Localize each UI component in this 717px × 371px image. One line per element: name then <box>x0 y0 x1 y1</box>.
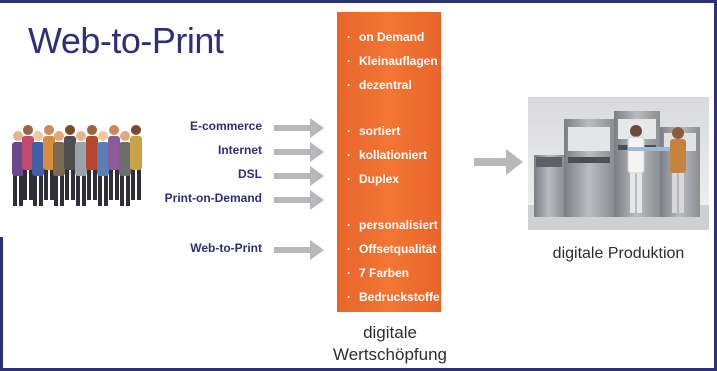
person-figure <box>43 136 55 170</box>
input-arrows <box>274 118 324 260</box>
person-figure <box>109 168 113 200</box>
person-figure <box>22 136 34 170</box>
person-figure <box>131 168 135 200</box>
person-figure <box>120 174 124 206</box>
person-figure <box>44 168 48 200</box>
person-figure <box>23 125 33 135</box>
person-figure <box>23 168 27 200</box>
arrow-right-icon <box>274 240 324 260</box>
person-figure <box>50 168 54 200</box>
person-figure <box>115 168 119 200</box>
person-figure <box>13 174 17 206</box>
person-figure <box>86 136 98 170</box>
person-figure <box>93 168 97 200</box>
people-group-icon <box>12 125 142 206</box>
frame-left-bar <box>0 237 3 371</box>
person-figure <box>131 125 141 135</box>
panel-item: ·Bedruckstoffe <box>347 290 440 304</box>
input-label-dsl: DSL <box>238 167 262 181</box>
person-figure <box>33 174 37 206</box>
person-figure <box>32 142 44 176</box>
arrow-right-icon <box>274 190 324 210</box>
person-figure <box>54 174 58 206</box>
person-figure <box>71 168 75 200</box>
person-figure <box>65 125 75 135</box>
person-figure <box>97 142 109 176</box>
arrow-right-icon <box>274 118 324 138</box>
person-figure <box>54 131 64 141</box>
panel-item: ·sortiert <box>347 124 401 138</box>
person-figure <box>44 125 54 135</box>
arrow-right-icon <box>274 142 324 162</box>
person-figure <box>119 142 131 176</box>
panel-item: ·on Demand <box>347 30 425 44</box>
person-figure <box>98 174 102 206</box>
input-label-web-to-print: Web-to-Print <box>190 241 262 255</box>
input-label-print-on-demand: Print-on-Demand <box>164 191 262 205</box>
person-figure <box>76 174 80 206</box>
person-figure <box>82 174 86 206</box>
person-figure <box>29 168 33 200</box>
person-figure <box>53 142 65 176</box>
person-figure <box>76 131 86 141</box>
person-figure <box>130 136 142 170</box>
panel-caption-line1: digitale <box>363 323 417 342</box>
panel-caption: digitale Wertschöpfung <box>320 322 460 366</box>
panel-item: ·Duplex <box>347 172 400 186</box>
person-figure <box>65 168 69 200</box>
person-figure <box>87 125 97 135</box>
person-figure <box>12 142 24 176</box>
panel-item: ·dezentral <box>347 78 412 92</box>
panel-item: ·Offsetqualität <box>347 242 437 256</box>
person-figure <box>108 136 120 170</box>
person-figure <box>120 131 130 141</box>
input-label-ecommerce: E-commerce <box>189 119 262 133</box>
person-figure <box>126 174 130 206</box>
person-figure <box>98 131 108 141</box>
person-figure <box>13 131 23 141</box>
panel-item: ·Kleinauflagen <box>347 54 438 68</box>
arrow-right-icon <box>274 166 324 186</box>
value-chain-panel: ·on Demand ·Kleinauflagen ·dezentral ·so… <box>337 12 441 312</box>
panel-item: ·personalisiert <box>347 218 438 232</box>
panel-item: ·7 Farben <box>347 266 410 280</box>
slide-title: Web-to-Print <box>28 20 224 61</box>
panel-caption-line2: Wertschöpfung <box>332 345 448 364</box>
production-caption: digitale Produktion <box>552 245 685 262</box>
person-figure <box>104 174 108 206</box>
input-label-internet: Internet <box>217 143 262 157</box>
frame-bottom-bar <box>0 368 717 371</box>
arrow-right-icon <box>474 149 523 175</box>
person-figure <box>109 125 119 135</box>
person-figure <box>64 136 76 170</box>
person-figure <box>39 174 43 206</box>
person-figure <box>33 131 43 141</box>
panel-item: ·kollationiert <box>347 148 428 162</box>
person-figure <box>137 168 141 200</box>
person-figure <box>19 174 23 206</box>
person-figure <box>87 168 91 200</box>
person-figure <box>75 142 87 176</box>
printing-press-photo <box>528 97 709 230</box>
person-figure <box>60 174 64 206</box>
